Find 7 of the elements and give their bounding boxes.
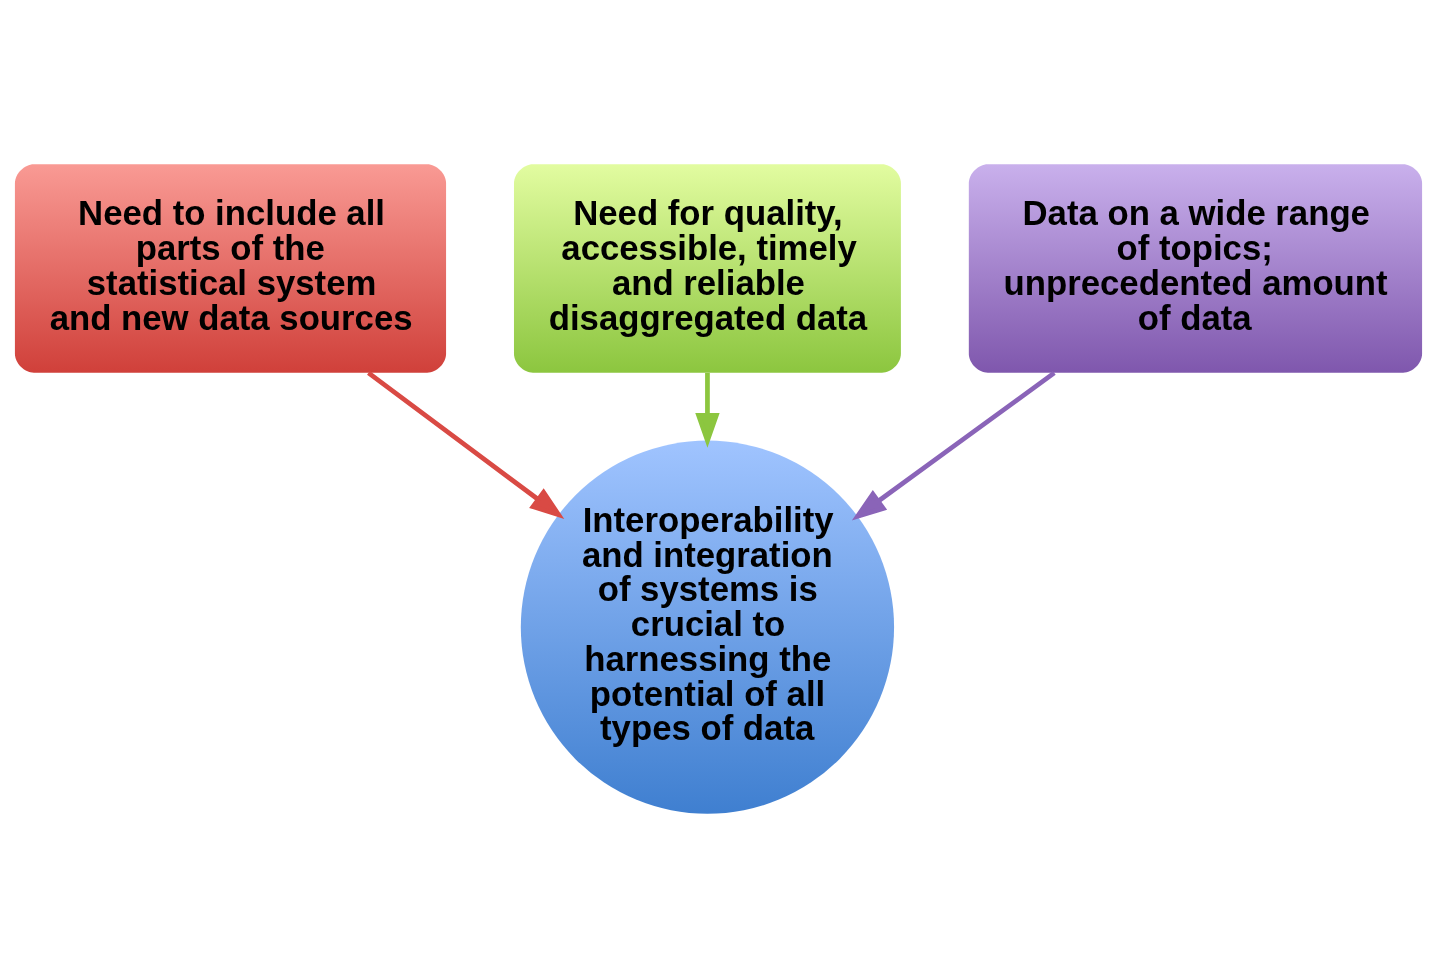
node-box: Need for quality, accessible, timely and reliable disaggregated data	[514, 163, 901, 373]
node-box: Need to include all parts of the statistical system and new data sources	[14, 163, 447, 373]
node-box: Data on a wide range of topics; unprecedented amount of data	[968, 163, 1423, 373]
node-circle: Interoperability and integration of systems is crucial to harnessing the potential of all types of data	[520, 440, 895, 814]
arrow	[367, 370, 565, 519]
arrow	[851, 370, 1056, 520]
arrow	[695, 372, 720, 448]
